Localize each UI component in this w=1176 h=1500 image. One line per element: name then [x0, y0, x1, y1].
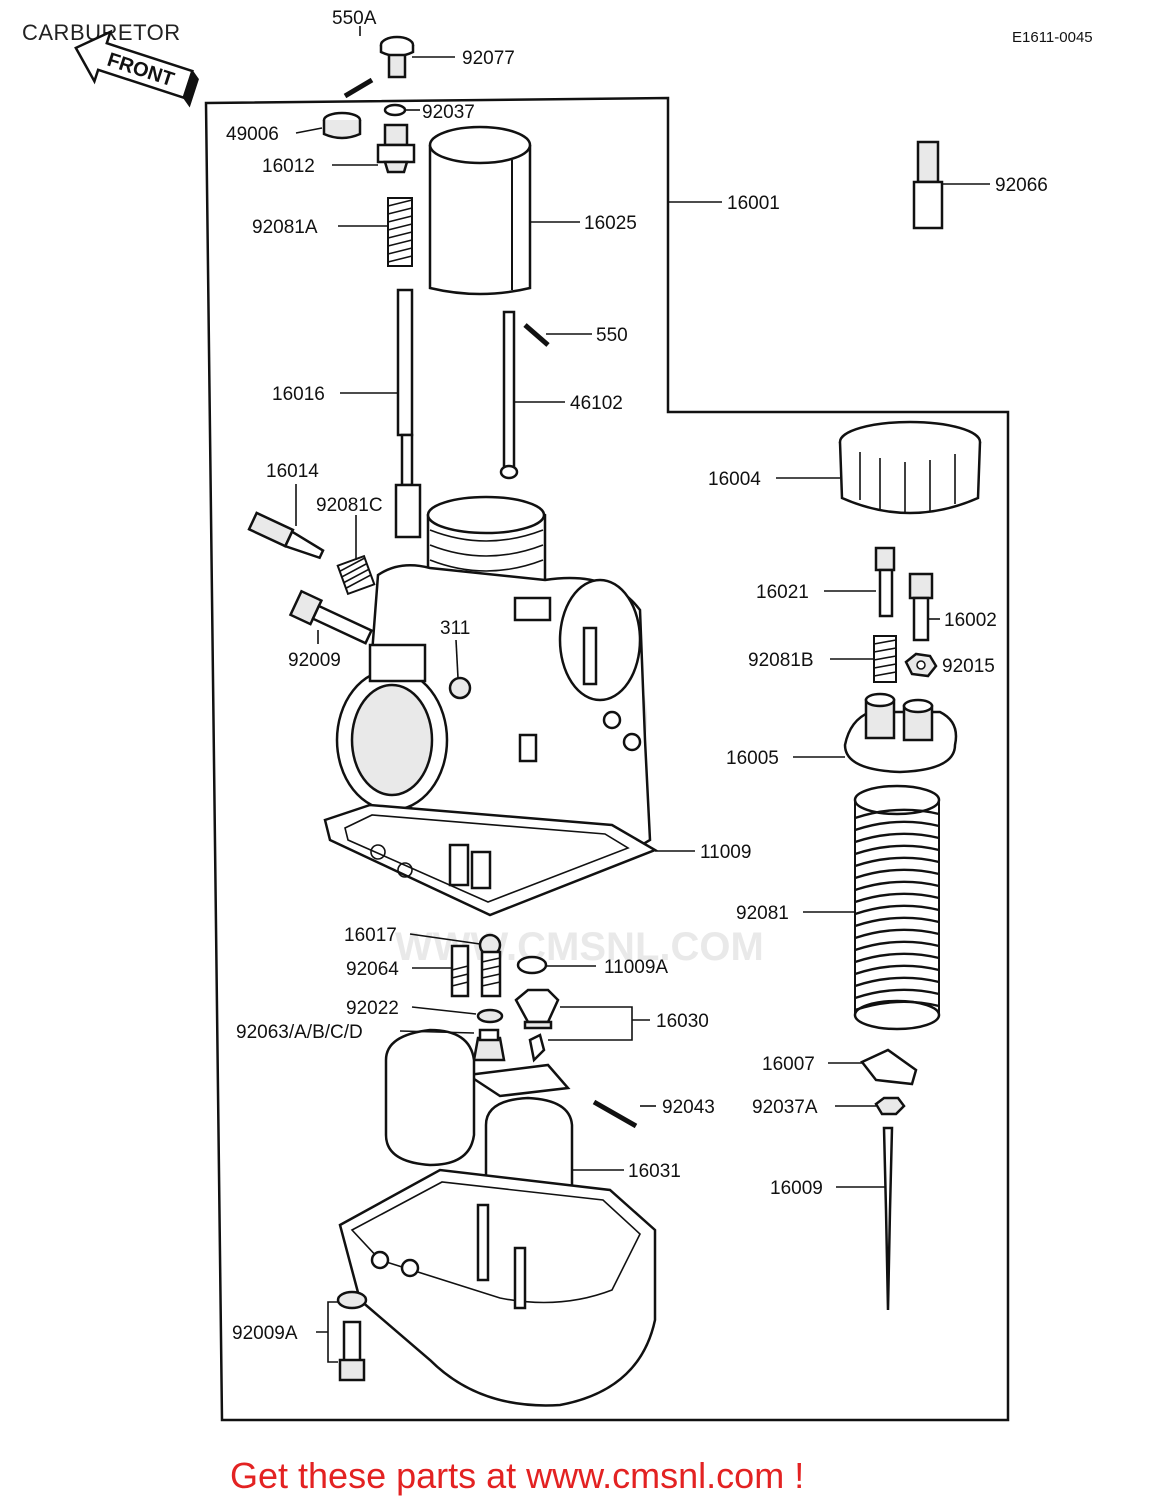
callout-92009A: 92009A: [232, 1323, 298, 1344]
rod-46102: [499, 310, 519, 480]
nut-92015: [904, 652, 938, 678]
callout-92043: 92043: [662, 1097, 715, 1118]
needle-seat-16030: [514, 988, 560, 1063]
screw-16021: [874, 546, 896, 618]
front-arrow-icon: FRONT: [74, 29, 199, 108]
clip-550: [523, 323, 550, 347]
callout-16012: 16012: [262, 156, 315, 177]
callout-16014: 16014: [266, 461, 319, 482]
washer-11009A: [516, 955, 548, 975]
callout-550: 550: [596, 325, 628, 346]
screw-16002: [908, 572, 934, 642]
leader-16017: [409, 933, 481, 945]
cap-49006: [322, 111, 362, 140]
callout-92022: 92022: [346, 998, 399, 1019]
callout-11009A: 11009A: [604, 957, 668, 978]
adjuster-16012: [376, 123, 416, 174]
carburetor-body: [323, 495, 658, 917]
washer-92037A: [874, 1096, 906, 1116]
callout-16017: 16017: [344, 925, 397, 946]
washer-92009A: [336, 1290, 368, 1310]
callout-16007: 16007: [762, 1054, 815, 1075]
spring-92081C: [336, 554, 376, 596]
callout-92077: 92077: [462, 48, 515, 69]
callout-16021: 16021: [756, 582, 809, 603]
leader-16030: [548, 1006, 650, 1041]
callout-92015: 92015: [942, 656, 995, 677]
jet-16017: [478, 933, 502, 998]
spring-92081: [853, 784, 941, 1031]
callout-92009: 92009: [288, 650, 341, 671]
callout-92081: 92081: [736, 903, 789, 924]
leader-49006: [295, 127, 323, 134]
float-arm: [464, 1063, 571, 1098]
callout-11009: 11009: [700, 842, 751, 863]
callout-16001: 16001: [727, 193, 780, 214]
callout-92081C: 92081C: [316, 495, 383, 516]
callout-92081A: 92081A: [252, 217, 318, 238]
callout-49006: 49006: [226, 124, 279, 145]
pin-550A: [343, 77, 374, 99]
callout-92064: 92064: [346, 959, 399, 980]
jet-needle-16016: [394, 288, 422, 539]
callout-16031: 16031: [628, 1161, 681, 1182]
callout-16004: 16004: [708, 469, 761, 490]
spring-92081A: [387, 197, 413, 267]
main-jet-92063: [472, 1028, 506, 1062]
callout-16002: 16002: [944, 610, 997, 631]
throttle-needle-16009: [882, 1126, 894, 1311]
callout-92037: 92037: [422, 102, 475, 123]
callout-46102: 46102: [570, 393, 623, 414]
callout-92037A: 92037A: [752, 1097, 818, 1118]
footer-cta-link[interactable]: Get these parts at www.cmsnl.com !: [230, 1455, 804, 1496]
throttle-valve-16025: [428, 125, 532, 296]
callout-550A: 550A: [332, 8, 377, 29]
assembly-frame: [204, 96, 1010, 1422]
callout-92063: 92063/A/B/C/D: [236, 1022, 363, 1043]
callout-16030: 16030: [656, 1011, 709, 1032]
bolt-92009A: [338, 1320, 366, 1382]
screw-16014: [247, 511, 325, 560]
washer-92037: [383, 103, 407, 117]
cap-ring-16004: [838, 420, 982, 515]
bolt-92009: [288, 589, 374, 645]
float-bowl: [338, 1168, 657, 1407]
diagram-code: E1611-0045: [1012, 29, 1093, 46]
pin-92043: [592, 1099, 638, 1129]
callout-311: 311: [440, 618, 470, 639]
callout-92081B: 92081B: [748, 650, 814, 671]
leader-92063: [399, 1030, 475, 1034]
callout-16016: 16016: [272, 384, 325, 405]
spring-92081B: [873, 635, 897, 683]
screw-92066: [912, 140, 944, 230]
callout-16025: 16025: [584, 213, 637, 234]
callout-16009: 16009: [770, 1178, 823, 1199]
callout-92066: 92066: [995, 175, 1048, 196]
plate-16007: [860, 1048, 918, 1086]
leader-92022: [411, 1006, 477, 1015]
callout-16005: 16005: [726, 748, 779, 769]
leader-311: [455, 639, 459, 679]
washer-92022: [476, 1008, 504, 1024]
leader-92009A: [316, 1301, 338, 1363]
screw-92077: [379, 35, 415, 79]
cap-16005: [843, 692, 958, 774]
watermark-text: WWW.CMSNL.COM: [395, 925, 764, 969]
jet-92064: [450, 944, 470, 998]
